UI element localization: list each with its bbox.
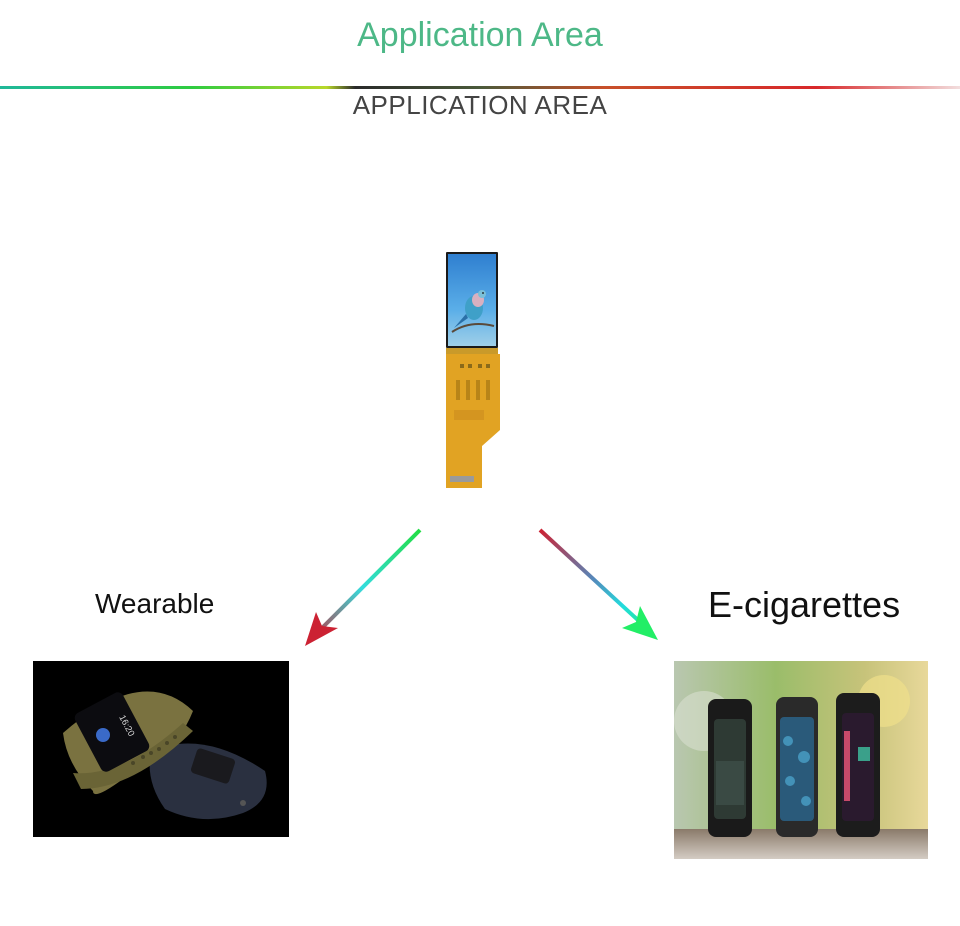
tft-display-module-image (446, 252, 500, 488)
arrow-to-ecigarettes (538, 528, 658, 640)
ecigarettes-label: E-cigarettes (708, 584, 901, 625)
page-title: Application Area (357, 16, 603, 54)
gradient-divider (0, 86, 960, 89)
wearable-photo: 16:20 (33, 661, 289, 837)
arrow-to-wearable (305, 528, 422, 646)
page-subtitle: APPLICATION AREA (352, 90, 608, 120)
wearable-label: Wearable (95, 588, 215, 619)
ecigarettes-photo (674, 661, 928, 859)
